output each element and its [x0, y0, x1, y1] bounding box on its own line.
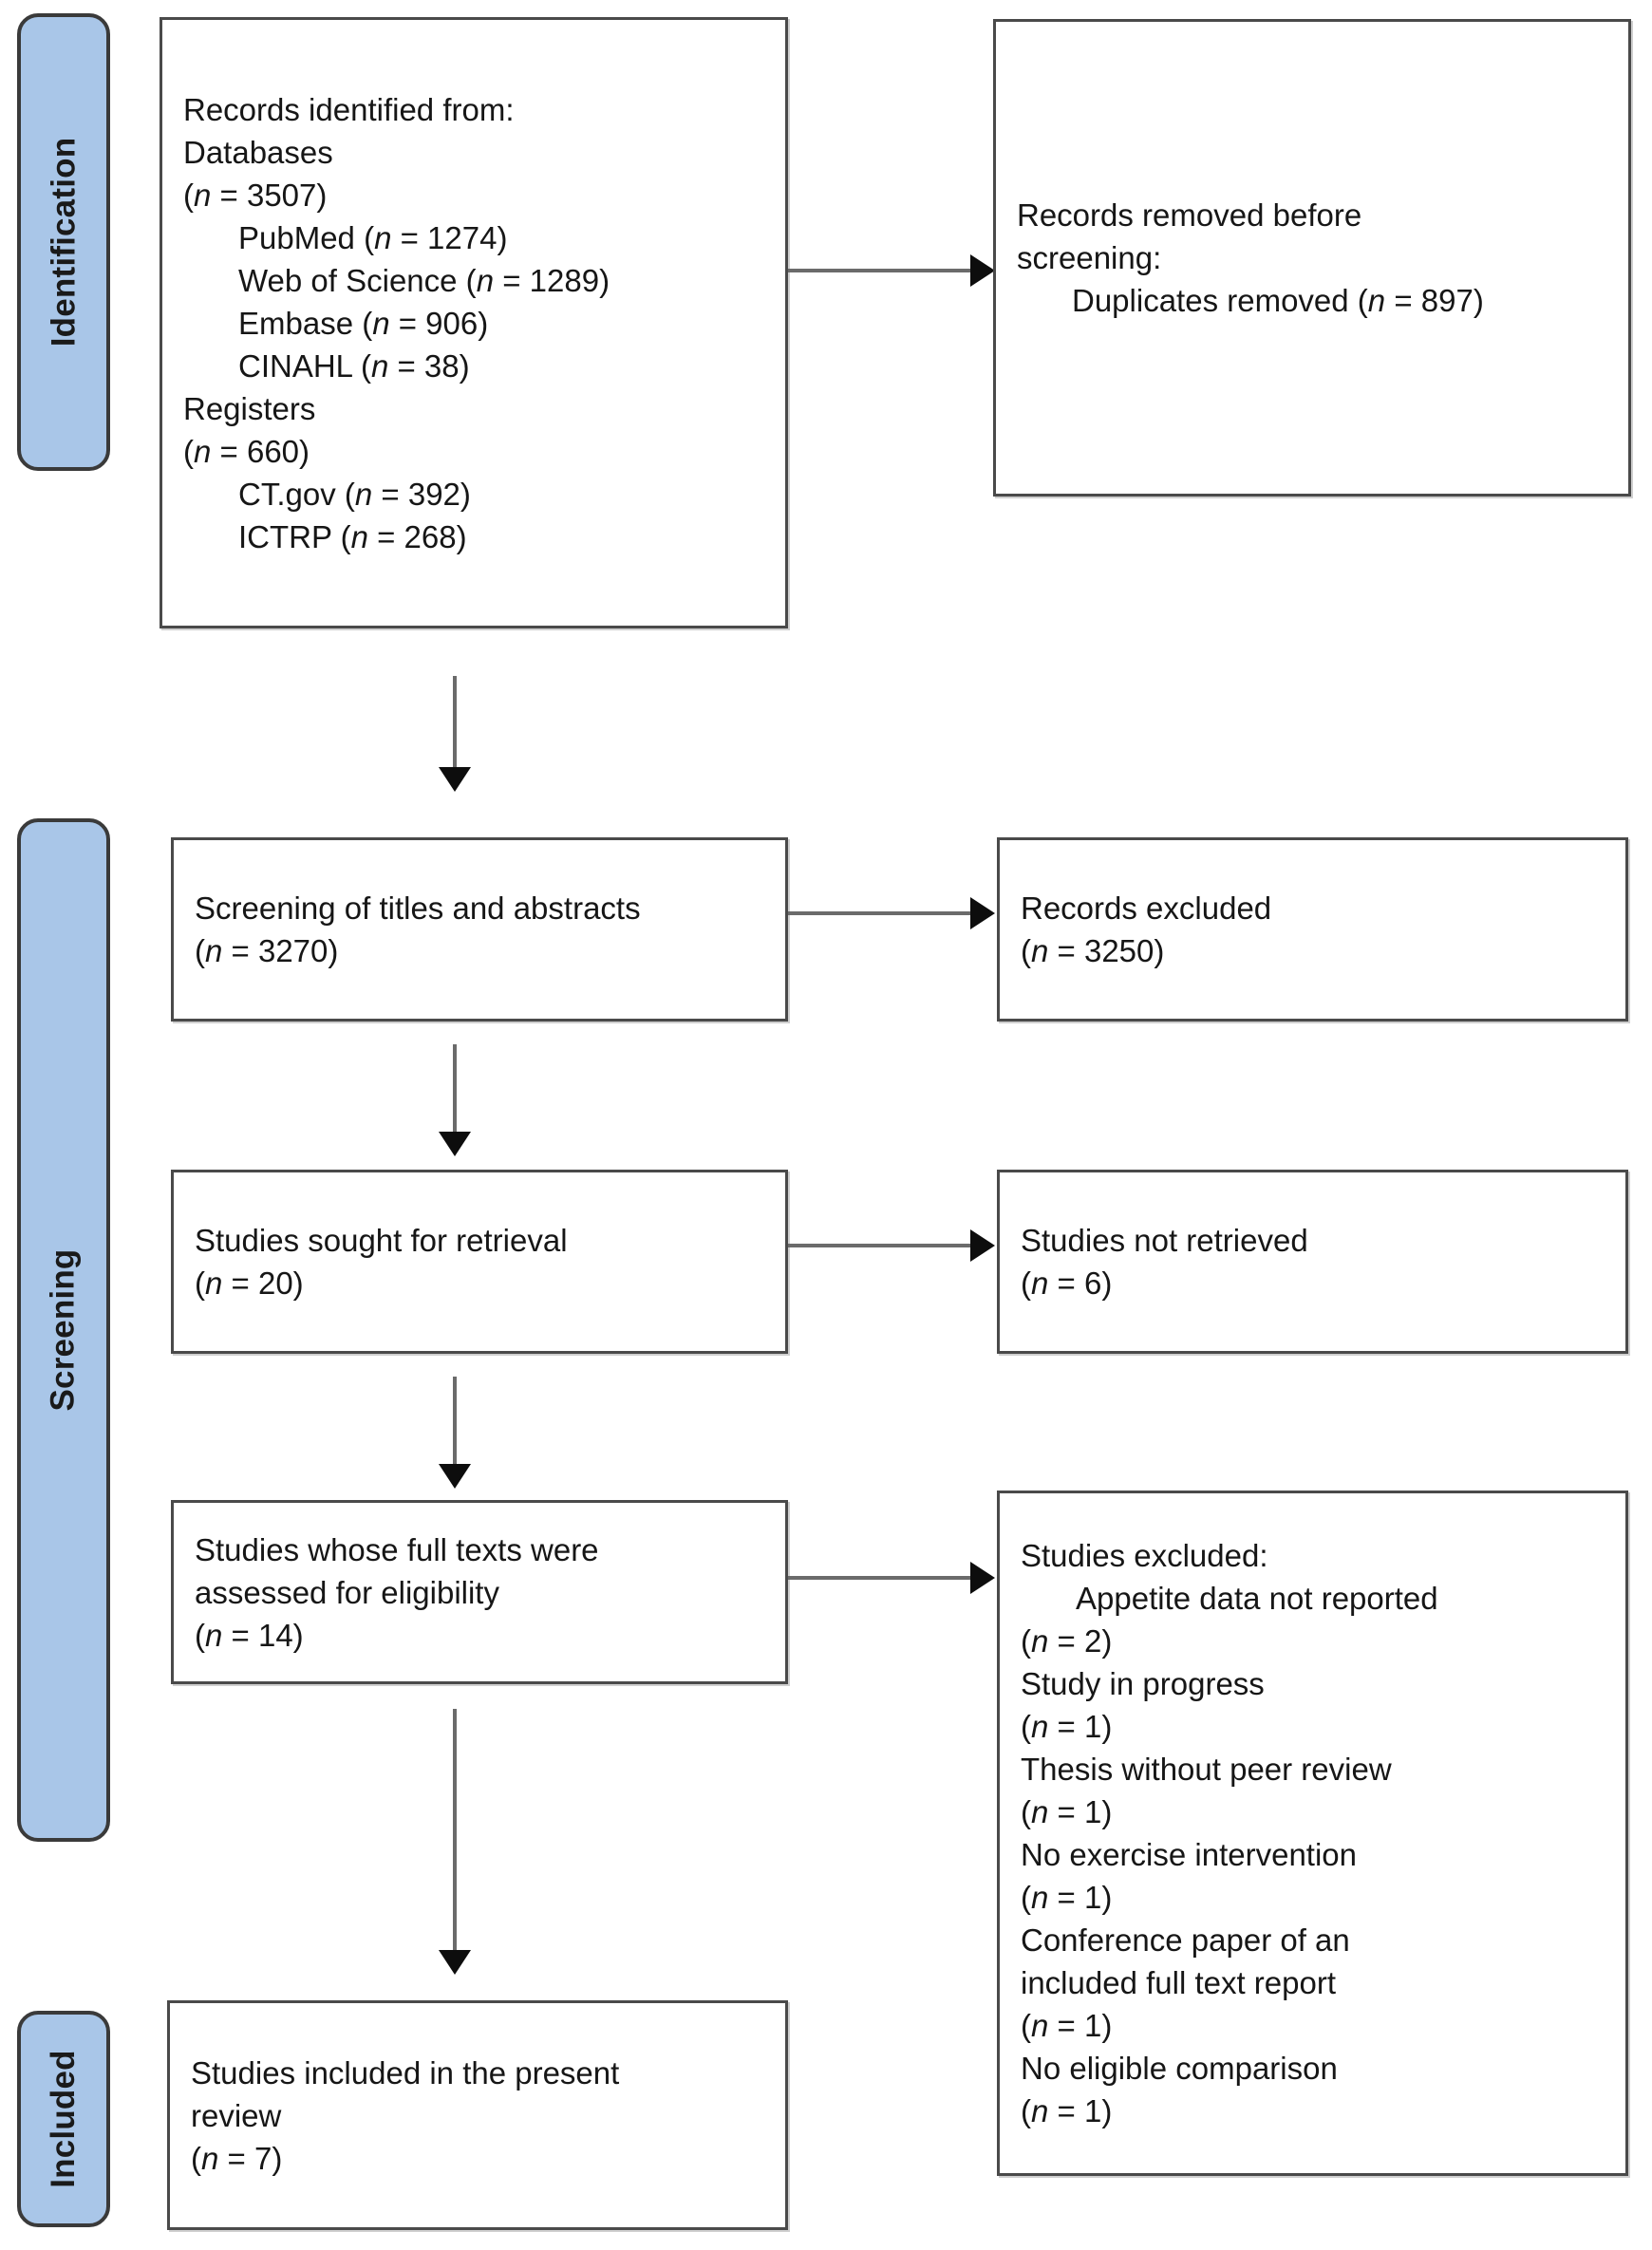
text-line: (n = 3250): [1021, 933, 1165, 968]
connector-sought-to-not-retrieved: [788, 1244, 974, 1247]
box-records-identified: Records identified from: Databases (n = …: [160, 17, 788, 628]
arrow-fulltext-to-excluded: [970, 1562, 995, 1594]
text-line: (n = 1): [1021, 2093, 1113, 2128]
box-studies-not-retrieved-body: Studies not retrieved (n = 6): [1000, 1219, 1625, 1304]
text-line: (n = 3507): [183, 177, 328, 213]
text-line: Studies not retrieved: [1021, 1223, 1308, 1258]
stage-label-identification-text: Identification: [45, 137, 83, 347]
box-studies-sought: Studies sought for retrieval (n = 20): [171, 1170, 788, 1354]
text-line: Thesis without peer review: [1021, 1752, 1392, 1787]
stage-label-included-text: Included: [45, 2050, 82, 2188]
text-line: No exercise intervention: [1021, 1837, 1358, 1872]
stage-label-screening-text: Screening: [45, 1248, 82, 1412]
text-line: assessed for eligibility: [195, 1574, 499, 1610]
arrow-screening-to-excluded: [970, 897, 995, 929]
box-studies-excluded-body: Studies excluded: Appetite data not repo…: [1000, 1534, 1625, 2132]
text-line: CINAHL (n = 38): [238, 347, 470, 384]
text-line: Records identified from:: [183, 91, 515, 127]
text-line: (n = 3270): [195, 933, 339, 968]
text-line: (n = 2): [1021, 1623, 1113, 1659]
text-line: Studies excluded:: [1021, 1538, 1268, 1573]
box-full-texts-assessed-body: Studies whose full texts were assessed f…: [174, 1528, 785, 1657]
text-line: included full text report: [1021, 1965, 1337, 2000]
arrow-fulltext-to-included: [439, 1950, 471, 1975]
text-line: Embase (n = 906): [238, 305, 489, 341]
stage-label-screening: Screening: [17, 818, 110, 1842]
text-line: (n = 6): [1021, 1266, 1113, 1301]
connector-identified-to-removed: [788, 269, 974, 272]
text-line: No eligible comparison: [1021, 2051, 1338, 2086]
arrow-screening-to-sought: [439, 1132, 471, 1156]
box-studies-sought-body: Studies sought for retrieval (n = 20): [174, 1219, 785, 1304]
box-screening-titles: Screening of titles and abstracts (n = 3…: [171, 837, 788, 1022]
text-line: ICTRP (n = 268): [238, 518, 467, 554]
stage-label-identification: Identification: [17, 13, 110, 471]
box-studies-included-body: Studies included in the present review (…: [170, 2052, 785, 2180]
text-line: (n = 14): [195, 1617, 304, 1653]
stage-label-included: Included: [17, 2011, 110, 2227]
text-line: (n = 1): [1021, 2008, 1113, 2043]
text-line: review: [191, 2097, 282, 2133]
text-line: (n = 7): [191, 2140, 283, 2176]
box-full-texts-assessed: Studies whose full texts were assessed f…: [171, 1500, 788, 1684]
text-line: (n = 660): [183, 433, 310, 469]
text-line: (n = 1): [1021, 1709, 1113, 1744]
text-line: Screening of titles and abstracts: [195, 891, 641, 926]
text-line: Web of Science (n = 1289): [238, 262, 610, 298]
arrow-sought-to-not-retrieved: [970, 1229, 995, 1262]
box-records-removed: Records removed before screening: Duplic…: [993, 19, 1631, 497]
text-line: Study in progress: [1021, 1666, 1265, 1701]
text-line: Studies sought for retrieval: [195, 1223, 568, 1258]
text-line: Conference paper of an: [1021, 1922, 1350, 1958]
box-studies-excluded: Studies excluded: Appetite data not repo…: [997, 1491, 1628, 2176]
connector-fulltext-to-included: [453, 1709, 457, 1954]
text-line: screening:: [1017, 240, 1162, 275]
arrow-identification-to-screening: [439, 767, 471, 792]
connector-identification-to-screening: [453, 676, 457, 771]
text-line: Records excluded: [1021, 891, 1272, 926]
box-records-excluded-body: Records excluded (n = 3250): [1000, 887, 1625, 972]
text-line: CT.gov (n = 392): [238, 476, 471, 512]
box-screening-titles-body: Screening of titles and abstracts (n = 3…: [174, 887, 785, 972]
text-line: Studies included in the present: [191, 2054, 620, 2091]
text-line: (n = 1): [1021, 1880, 1113, 1915]
box-studies-included: Studies included in the present review (…: [167, 2000, 788, 2230]
box-records-excluded: Records excluded (n = 3250): [997, 837, 1628, 1022]
connector-fulltext-to-excluded: [788, 1576, 974, 1580]
text-line: Databases: [183, 134, 333, 170]
text-line: Records removed before: [1017, 197, 1362, 233]
arrow-identified-to-removed: [970, 254, 995, 287]
connector-screening-to-sought: [453, 1044, 457, 1135]
text-line: (n = 20): [195, 1266, 304, 1301]
text-line: Registers: [183, 390, 316, 426]
text-line: Studies whose full texts were: [195, 1531, 599, 1567]
arrow-sought-to-fulltext: [439, 1464, 471, 1489]
box-records-removed-body: Records removed before screening: Duplic…: [996, 194, 1628, 322]
connector-sought-to-fulltext: [453, 1377, 457, 1468]
box-records-identified-body: Records identified from: Databases (n = …: [162, 88, 785, 558]
connector-screening-to-excluded: [788, 911, 974, 915]
text-line: PubMed (n = 1274): [238, 219, 508, 255]
text-line: Duplicates removed (n = 897): [1072, 283, 1484, 318]
text-line: (n = 1): [1021, 1794, 1113, 1829]
box-studies-not-retrieved: Studies not retrieved (n = 6): [997, 1170, 1628, 1354]
text-line: Appetite data not reported: [1076, 1581, 1438, 1616]
